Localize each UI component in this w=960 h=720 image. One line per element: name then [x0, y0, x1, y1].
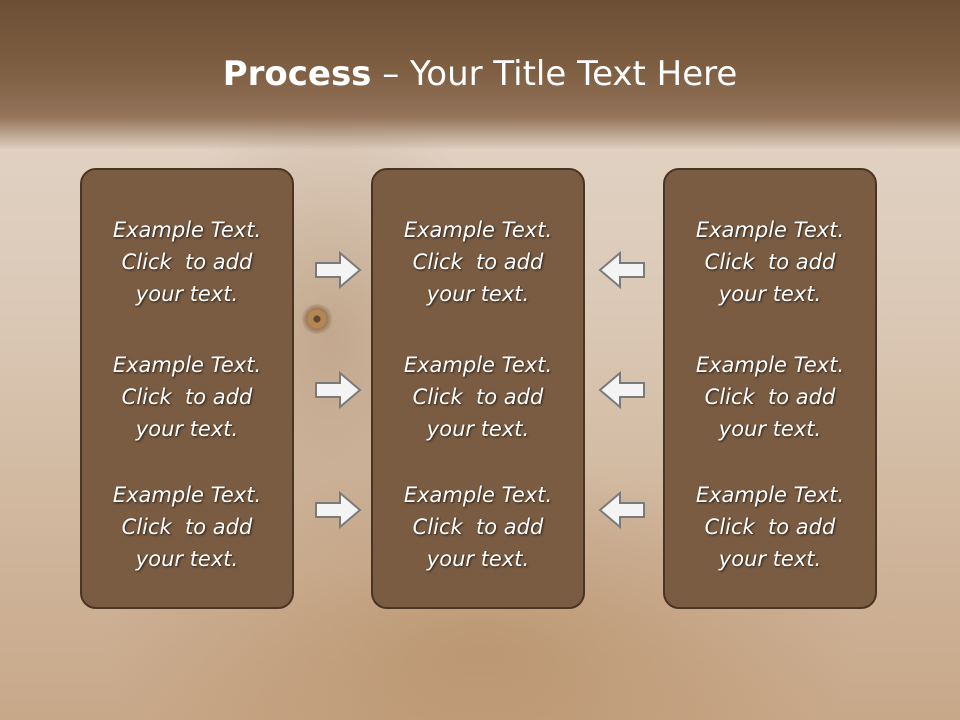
text-line: Click to add: [121, 385, 253, 409]
text-line: your text.: [426, 547, 530, 571]
text-block[interactable]: Example Text. Click to add your text.: [82, 479, 292, 575]
text-line: Example Text.: [695, 218, 845, 242]
arrow-left-icon[interactable]: [598, 250, 646, 290]
title-rest: – Your Title Text Here: [371, 54, 738, 94]
text-line: your text.: [718, 417, 822, 441]
text-line: Click to add: [704, 515, 836, 539]
text-line: Click to add: [412, 385, 544, 409]
text-line: your text.: [426, 282, 530, 306]
arrow-left-icon[interactable]: [598, 370, 646, 410]
slide-title[interactable]: Process – Your Title Text Here: [0, 52, 960, 96]
arrow-right-icon[interactable]: [314, 250, 362, 290]
text-block[interactable]: Example Text. Click to add your text.: [373, 349, 583, 445]
process-box-left[interactable]: Example Text. Click to add your text. Ex…: [80, 168, 294, 609]
text-line: Example Text.: [112, 483, 262, 507]
process-box-center[interactable]: Example Text. Click to add your text. Ex…: [371, 168, 585, 609]
arrow-right-icon[interactable]: [314, 370, 362, 410]
text-line: Click to add: [704, 250, 836, 274]
text-line: your text.: [718, 282, 822, 306]
text-block[interactable]: Example Text. Click to add your text.: [665, 214, 875, 310]
text-line: your text.: [426, 417, 530, 441]
text-block[interactable]: Example Text. Click to add your text.: [665, 479, 875, 575]
text-line: your text.: [135, 417, 239, 441]
lion-eye-decoration: [300, 304, 334, 334]
text-block[interactable]: Example Text. Click to add your text.: [82, 214, 292, 310]
text-line: your text.: [135, 282, 239, 306]
text-line: Example Text.: [112, 353, 262, 377]
text-line: Click to add: [121, 515, 253, 539]
text-block[interactable]: Example Text. Click to add your text.: [82, 349, 292, 445]
text-block[interactable]: Example Text. Click to add your text.: [373, 479, 583, 575]
text-line: Click to add: [412, 250, 544, 274]
text-line: Click to add: [121, 250, 253, 274]
text-line: Example Text.: [695, 353, 845, 377]
text-line: Example Text.: [695, 483, 845, 507]
text-line: Example Text.: [403, 218, 553, 242]
text-line: Click to add: [704, 385, 836, 409]
text-block[interactable]: Example Text. Click to add your text.: [373, 214, 583, 310]
text-line: your text.: [135, 547, 239, 571]
title-bold: Process: [222, 54, 372, 94]
text-line: Example Text.: [112, 218, 262, 242]
text-line: Example Text.: [403, 353, 553, 377]
title-bar: [0, 0, 960, 150]
text-line: your text.: [718, 547, 822, 571]
arrow-right-icon[interactable]: [314, 490, 362, 530]
process-box-right[interactable]: Example Text. Click to add your text. Ex…: [663, 168, 877, 609]
text-block[interactable]: Example Text. Click to add your text.: [665, 349, 875, 445]
text-line: Click to add: [412, 515, 544, 539]
arrow-left-icon[interactable]: [598, 490, 646, 530]
text-line: Example Text.: [403, 483, 553, 507]
